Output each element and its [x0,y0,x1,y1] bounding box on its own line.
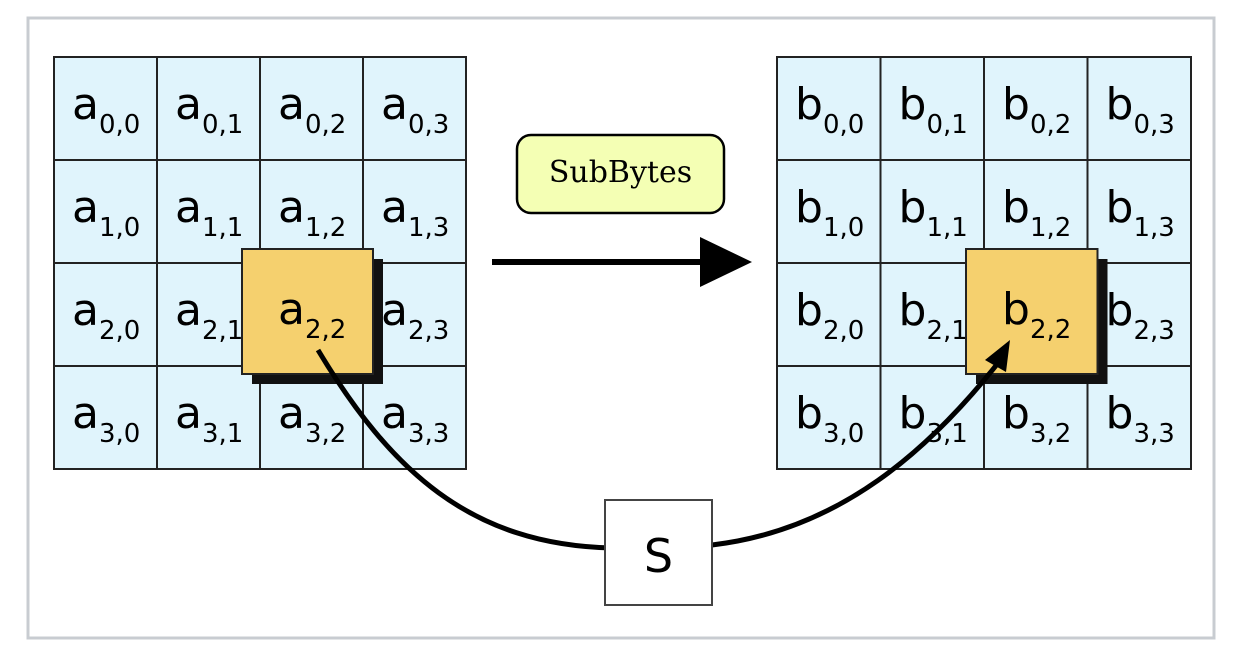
cell-label: b0,3 [1106,79,1175,140]
matrix-cell-b-1-0: b1,0 [776,159,882,264]
matrix-cell-a-2-0: a2,0 [53,262,158,367]
highlighted-cell-b: b2,2 [965,248,1108,384]
cell-label: b2,3 [1106,285,1175,346]
cell-label: b1,2 [1002,182,1071,243]
cell-label: b2,0 [795,285,864,346]
cell-label: a2,1 [175,285,243,346]
matrix-cell-b-3-1: b3,1 [879,365,985,470]
matrix-cell-b-3-3: b3,3 [1086,365,1192,470]
matrix-cell-b-1-1: b1,1 [879,159,985,264]
cell-label: b3,1 [899,388,968,449]
cell-label: a3,0 [72,388,140,449]
cell-label: b2,1 [899,285,968,346]
operation-label: SubBytes [549,155,692,190]
matrix-cell-a-1-2: a1,2 [259,159,364,264]
sbox-label: S [644,529,673,583]
cell-label: b0,0 [795,79,864,140]
cell-label: a3,2 [278,388,346,449]
cell-label: b0,1 [899,79,968,140]
sbox: S [604,499,713,606]
sbox-input-curve [315,348,613,551]
cell-label: a0,2 [278,79,346,140]
output-state-matrix: b0,0 b0,1 b0,2 b0,3 b1,0 b1,1 b1,2 b1,3 b2,0 b2,1… [776,56,1192,470]
cell-label: a2,0 [72,285,140,346]
matrix-cell-a-1-1: a1,1 [156,159,261,264]
cell-label: a0,1 [175,79,243,140]
matrix-cell-a-0-2: a0,2 [259,56,364,161]
highlighted-cell-label: b2,2 [1002,284,1071,345]
matrix-cell-b-2-0: b2,0 [776,262,882,367]
cell-label: a1,2 [278,182,346,243]
cell-label: a3,3 [381,388,449,449]
cell-label: a1,1 [175,182,243,243]
cell-label: b1,1 [899,182,968,243]
matrix-cell-a-3-1: a3,1 [156,365,261,470]
cell-label: a0,3 [381,79,449,140]
matrix-cell-a-0-1: a0,1 [156,56,261,161]
matrix-cell-a-1-0: a1,0 [53,159,158,264]
matrix-cell-b-0-3: b0,3 [1086,56,1192,161]
matrix-cell-a-1-3: a1,3 [362,159,467,264]
cell-label: a0,0 [72,79,140,140]
cell-label: a2,3 [381,285,449,346]
sbox-output-arrowhead [985,340,1010,372]
cell-label: a3,1 [175,388,243,449]
matrix-cell-b-0-2: b0,2 [983,56,1089,161]
cell-label: a1,0 [72,182,140,243]
input-state-matrix: a0,0 a0,1 a0,2 a0,3 a1,0 a1,1 a1,2 a1,3 a2,0 a2,1… [53,56,467,470]
cell-label: b1,0 [795,182,864,243]
highlighted-cell-label: a2,2 [278,284,346,345]
cell-label: b0,2 [1002,79,1071,140]
sbox-output-curve [711,355,1004,548]
matrix-cell-b-1-2: b1,2 [983,159,1089,264]
matrix-cell-b-3-0: b3,0 [776,365,882,470]
highlighted-cell-a: a2,2 [241,248,383,384]
matrix-cell-a-3-0: a3,0 [53,365,158,470]
transform-arrow [492,237,752,287]
cell-label: b1,3 [1106,182,1175,243]
matrix-cell-b-0-1: b0,1 [879,56,985,161]
cell-label: b3,2 [1002,388,1071,449]
matrix-cell-a-0-0: a0,0 [53,56,158,161]
cell-label: a1,3 [381,182,449,243]
matrix-cell-b-1-3: b1,3 [1086,159,1192,264]
cell-label: b3,0 [795,388,864,449]
matrix-cell-b-0-0: b0,0 [776,56,882,161]
matrix-cell-a-0-3: a0,3 [362,56,467,161]
cell-label: b3,3 [1106,388,1175,449]
subbytes-label-box: SubBytes [515,133,726,215]
